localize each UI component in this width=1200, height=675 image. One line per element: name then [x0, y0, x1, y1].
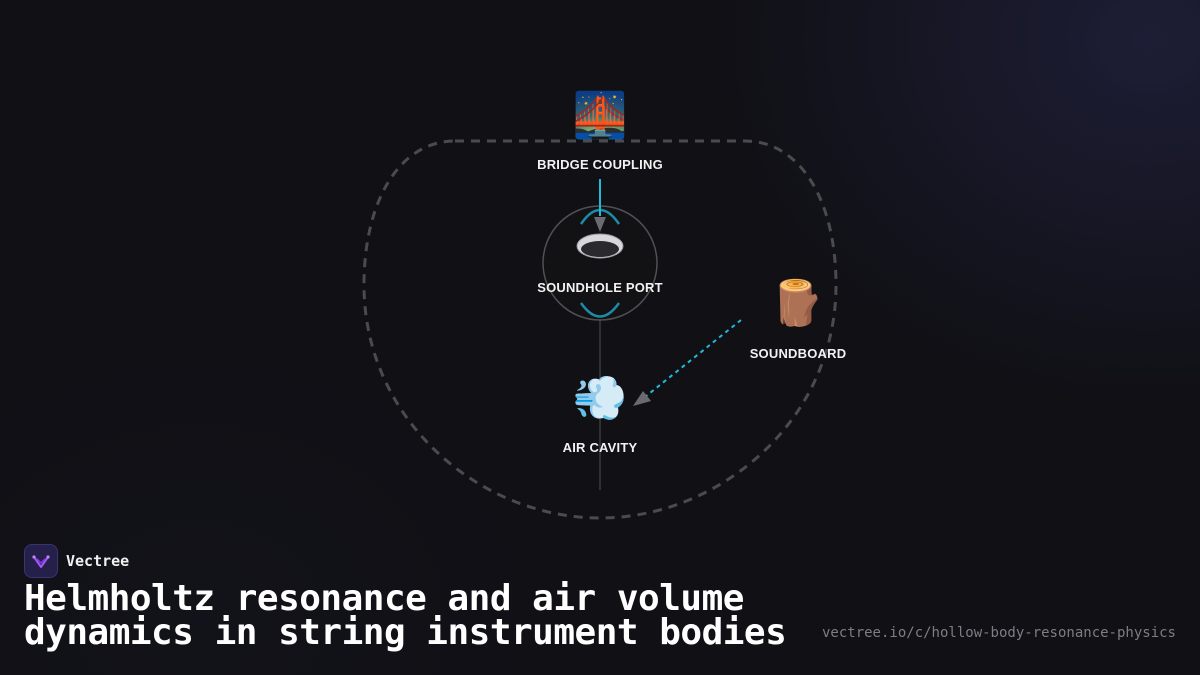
soundboard-label: SOUNDBOARD	[749, 346, 847, 361]
edge-soundboard-to-cavity	[644, 319, 742, 398]
instrument-body-outline	[362, 139, 838, 520]
brand-name: Vectree	[66, 552, 130, 570]
brand[interactable]: Vectree	[24, 544, 129, 578]
edge-soundboard-to-cavity-arrowhead	[633, 391, 651, 406]
soundhole-arc-bottom	[579, 302, 621, 318]
soundhole-port-label: SOUNDHOLE PORT	[537, 280, 663, 295]
source-url[interactable]: vectree.io/c/hollow-body-resonance-physi…	[821, 625, 1176, 641]
soundhole-icon	[576, 233, 624, 259]
air-cavity-label: AIR CAVITY	[562, 440, 638, 455]
bridge-icon: 🌉	[572, 91, 628, 140]
bridge-coupling-label: BRIDGE COUPLING	[537, 157, 663, 172]
edge-bridge-to-soundhole-arrowhead	[594, 217, 606, 232]
vectree-logo-icon	[24, 544, 58, 578]
air-puff-icon: 💨	[572, 374, 628, 423]
wood-log-icon: 🪵	[769, 279, 825, 328]
page-title: Helmholtz resonance and air volume dynam…	[24, 578, 787, 653]
